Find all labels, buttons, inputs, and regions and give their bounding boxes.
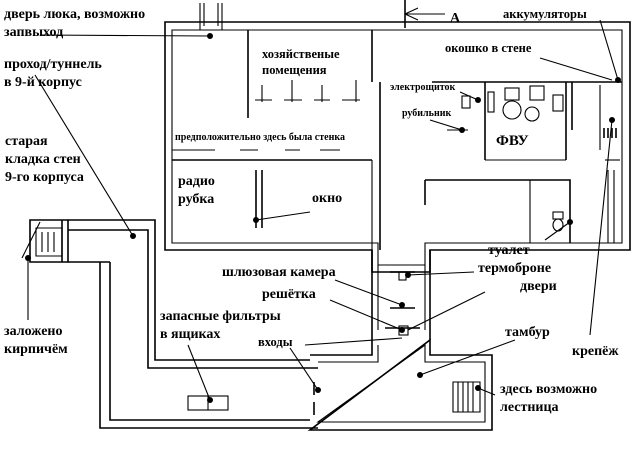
label-supposed-wall: предположительно здесь была стенка bbox=[175, 132, 345, 143]
label-old-masonry-2: кладка стен bbox=[5, 152, 81, 167]
label-old-masonry-1: старая bbox=[5, 134, 48, 149]
label-old-masonry-3: 9-го корпуса bbox=[5, 170, 84, 185]
leader-lines bbox=[21, 19, 621, 403]
label-hermetic-doors-2: двери bbox=[520, 279, 557, 294]
label-radio-room-2: рубка bbox=[178, 192, 214, 207]
label-radio-room-1: радио bbox=[178, 174, 215, 189]
label-bricked-up-1: заложено bbox=[4, 324, 63, 339]
airlock-corridor bbox=[371, 250, 431, 340]
label-fvu: ФВУ bbox=[496, 133, 529, 149]
interior-walls bbox=[172, 30, 622, 250]
label-hermetic-doors-1: термоброне bbox=[478, 261, 551, 276]
label-airlock: шлюзовая камера bbox=[222, 265, 336, 280]
stairs-hatch bbox=[452, 381, 481, 413]
label-switch: рубильник bbox=[402, 108, 451, 119]
label-utility-rooms-1: хозяйственые bbox=[262, 47, 340, 61]
label-stairs-2: лестница bbox=[500, 400, 559, 415]
label-window: окно bbox=[312, 191, 342, 206]
label-passage-1: проход/туннель bbox=[4, 57, 102, 72]
tunnel-passage bbox=[29, 219, 318, 429]
label-bricked-up-2: кирпичём bbox=[4, 342, 68, 357]
label-fastening: крепёж bbox=[572, 344, 619, 359]
section-marker: A bbox=[404, 0, 461, 28]
label-passage-2: в 9-й корпус bbox=[4, 75, 82, 90]
label-spare-filters-1: запасные фильтры bbox=[160, 309, 281, 324]
label-spare-filters-2: в ящиках bbox=[160, 327, 220, 342]
label-toilet: туалет bbox=[488, 243, 530, 258]
label-utility-rooms-2: помещения bbox=[262, 63, 327, 77]
section-letter: A bbox=[450, 11, 461, 26]
label-stairs-1: здесь возможно bbox=[500, 382, 597, 397]
label-grating: решётка bbox=[262, 287, 316, 302]
labels: дверь люка, возможно запвыход проход/тун… bbox=[4, 7, 619, 415]
label-wall-window: окошко в стене bbox=[445, 41, 532, 55]
vestibule-block bbox=[307, 338, 493, 431]
label-electric-board: электрощиток bbox=[390, 82, 456, 93]
label-hatch-door-1: дверь люка, возможно bbox=[4, 7, 145, 22]
label-vestibule: тамбур bbox=[505, 325, 550, 340]
label-batteries: аккумуляторы bbox=[503, 7, 587, 21]
label-entrances: входы bbox=[258, 335, 293, 349]
label-hatch-door-2: запвыход bbox=[4, 25, 63, 40]
fvu-equipment bbox=[447, 85, 617, 232]
